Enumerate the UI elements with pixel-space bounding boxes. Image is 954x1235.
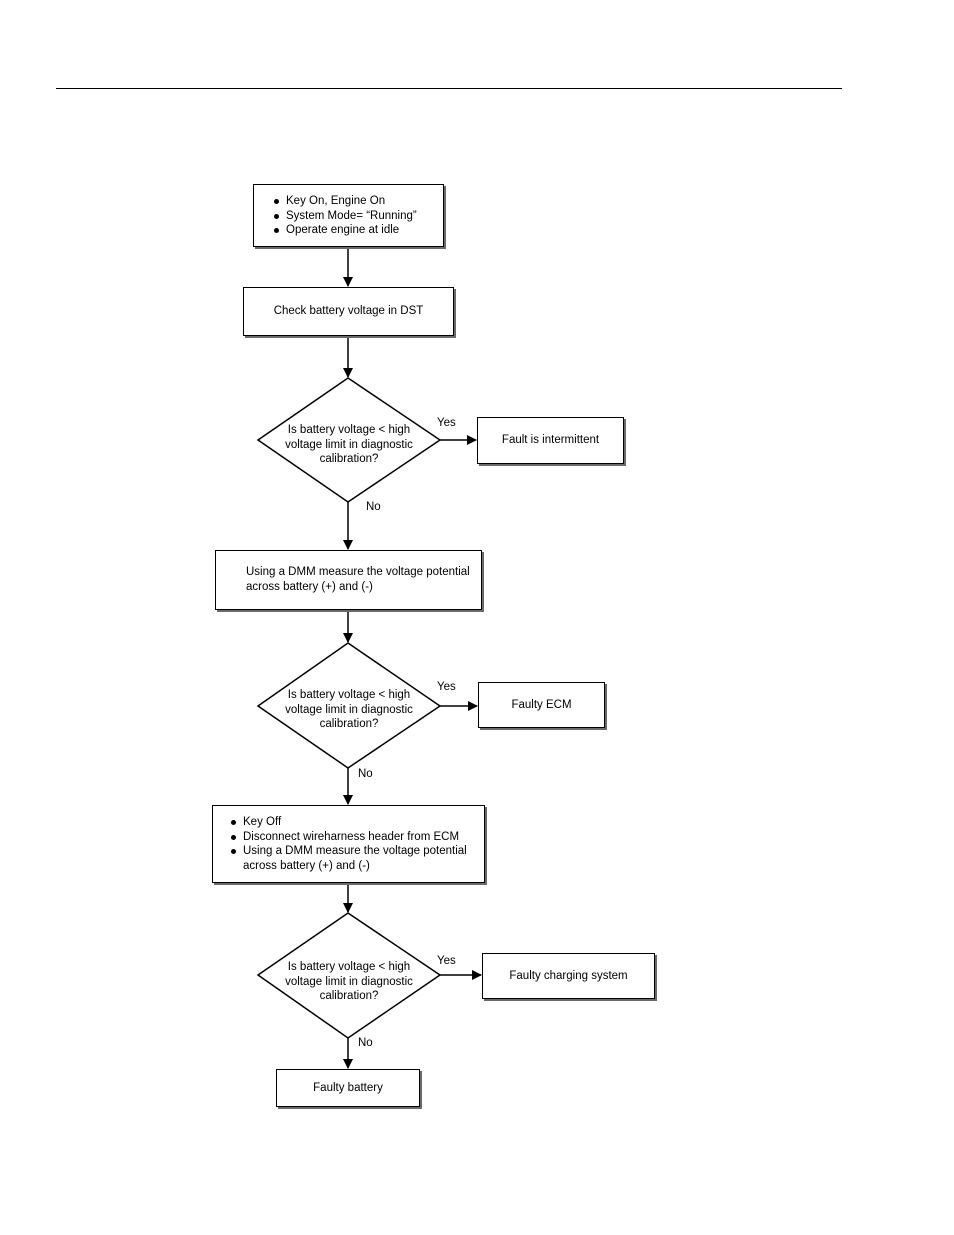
- decision-2-yes-label: Yes: [437, 681, 456, 693]
- faulty-charging-box: Faulty charging system: [482, 953, 655, 999]
- start-step-item: Key On, Engine On: [273, 194, 437, 209]
- key-off-item: Using a DMM measure the voltage potentia…: [230, 844, 478, 873]
- decision-1-no-label: No: [366, 501, 381, 513]
- fault-intermittent-box: Fault is intermittent: [477, 417, 624, 464]
- key-off-box: Key Off Disconnect wireharness header fr…: [212, 805, 485, 883]
- dmm-measure-text: Using a DMM measure the voltage potentia…: [246, 566, 470, 593]
- faulty-ecm-text: Faulty ECM: [511, 698, 572, 711]
- key-off-item: Disconnect wireharness header from ECM: [230, 830, 478, 845]
- decision-2-text: Is battery voltage < high voltage limit …: [285, 689, 413, 730]
- start-step-box: Key On, Engine On System Mode= “Running”…: [253, 184, 444, 247]
- start-step-item: Operate engine at idle: [273, 223, 437, 238]
- fault-intermittent-text: Fault is intermittent: [501, 434, 600, 447]
- header-rule: [56, 88, 842, 89]
- key-off-item: Key Off: [230, 815, 478, 830]
- faulty-ecm-box: Faulty ECM: [478, 682, 605, 728]
- decision-3-no-label: No: [358, 1037, 373, 1049]
- faulty-battery-box: Faulty battery: [276, 1069, 420, 1107]
- decision-1-yes-label: Yes: [437, 417, 456, 429]
- decision-2-no-label: No: [358, 768, 373, 780]
- start-step-list: Key On, Engine On System Mode= “Running”…: [273, 194, 437, 238]
- faulty-charging-text: Faulty charging system: [509, 969, 628, 982]
- check-battery-box: Check battery voltage in DST: [243, 287, 454, 336]
- dmm-measure-box: Using a DMM measure the voltage potentia…: [215, 550, 482, 610]
- start-step-item: System Mode= “Running”: [273, 209, 437, 224]
- key-off-list: Key Off Disconnect wireharness header fr…: [230, 815, 478, 873]
- faulty-battery-text: Faulty battery: [313, 1081, 383, 1094]
- decision-3-text: Is battery voltage < high voltage limit …: [285, 961, 413, 1002]
- check-battery-text: Check battery voltage in DST: [273, 305, 424, 318]
- decision-1-text: Is battery voltage < high voltage limit …: [285, 424, 413, 465]
- decision-3-yes-label: Yes: [437, 955, 456, 967]
